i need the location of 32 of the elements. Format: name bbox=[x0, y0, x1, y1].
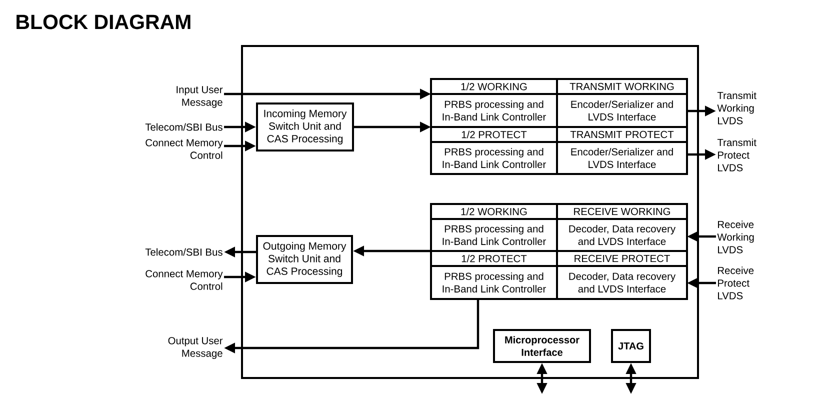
interface-box: JTAG bbox=[611, 329, 651, 363]
signal-label: Telecom/SBI Bus bbox=[145, 248, 222, 256]
table-header-cell: RECEIVE PROTECT bbox=[556, 250, 688, 267]
signal-label: Receive Working LVDS bbox=[717, 220, 754, 254]
table-cell: PRBS processing and In-Band Link Controller bbox=[430, 93, 558, 128]
signal-label: Input User Message bbox=[176, 86, 223, 108]
table-cell: PRBS processing and In-Band Link Controller bbox=[430, 265, 558, 300]
table-header-cell: 1/2 WORKING bbox=[430, 78, 558, 95]
signal-label: Transmit Protect LVDS bbox=[717, 138, 756, 172]
signal-label: Telecom/SBI Bus bbox=[145, 123, 222, 131]
title: BLOCK DIAGRAM bbox=[16, 14, 190, 30]
table-header-cell: RECEIVE WORKING bbox=[556, 203, 688, 220]
signal-label: Output User Message bbox=[168, 337, 223, 359]
process-box: Outgoing Memory Switch Unit and CAS Processing bbox=[256, 235, 353, 284]
table-cell: Encoder/Serializer and LVDS Interface bbox=[556, 93, 688, 128]
table-cell: Decoder, Data recovery and LVDS Interface bbox=[556, 218, 688, 252]
device-outline bbox=[241, 45, 699, 379]
table-cell: Decoder, Data recovery and LVDS Interface bbox=[556, 265, 688, 300]
table-header-cell: 1/2 WORKING bbox=[430, 203, 558, 220]
signal-label: Connect Memory Control bbox=[146, 270, 223, 290]
table-cell: PRBS processing and In-Band Link Controller bbox=[430, 218, 558, 252]
table-header-cell: TRANSMIT PROTECT bbox=[556, 126, 688, 143]
signal-label: Transmit Working LVDS bbox=[717, 92, 756, 124]
signal-label: Connect Memory Control bbox=[146, 139, 223, 159]
interface-box: Microprocessor Interface bbox=[493, 329, 591, 363]
table-cell: Encoder/Serializer and LVDS Interface bbox=[556, 141, 688, 175]
signal-label: Receive Protect LVDS bbox=[718, 266, 754, 300]
table-header-cell: 1/2 PROTECT bbox=[430, 250, 558, 267]
table-header-cell: 1/2 PROTECT bbox=[430, 126, 558, 143]
table-cell: PRBS processing and In-Band Link Controller bbox=[430, 141, 558, 175]
table-header-cell: TRANSMIT WORKING bbox=[556, 78, 688, 95]
process-box: Incoming Memory Switch Unit and CAS Processing bbox=[256, 102, 354, 152]
